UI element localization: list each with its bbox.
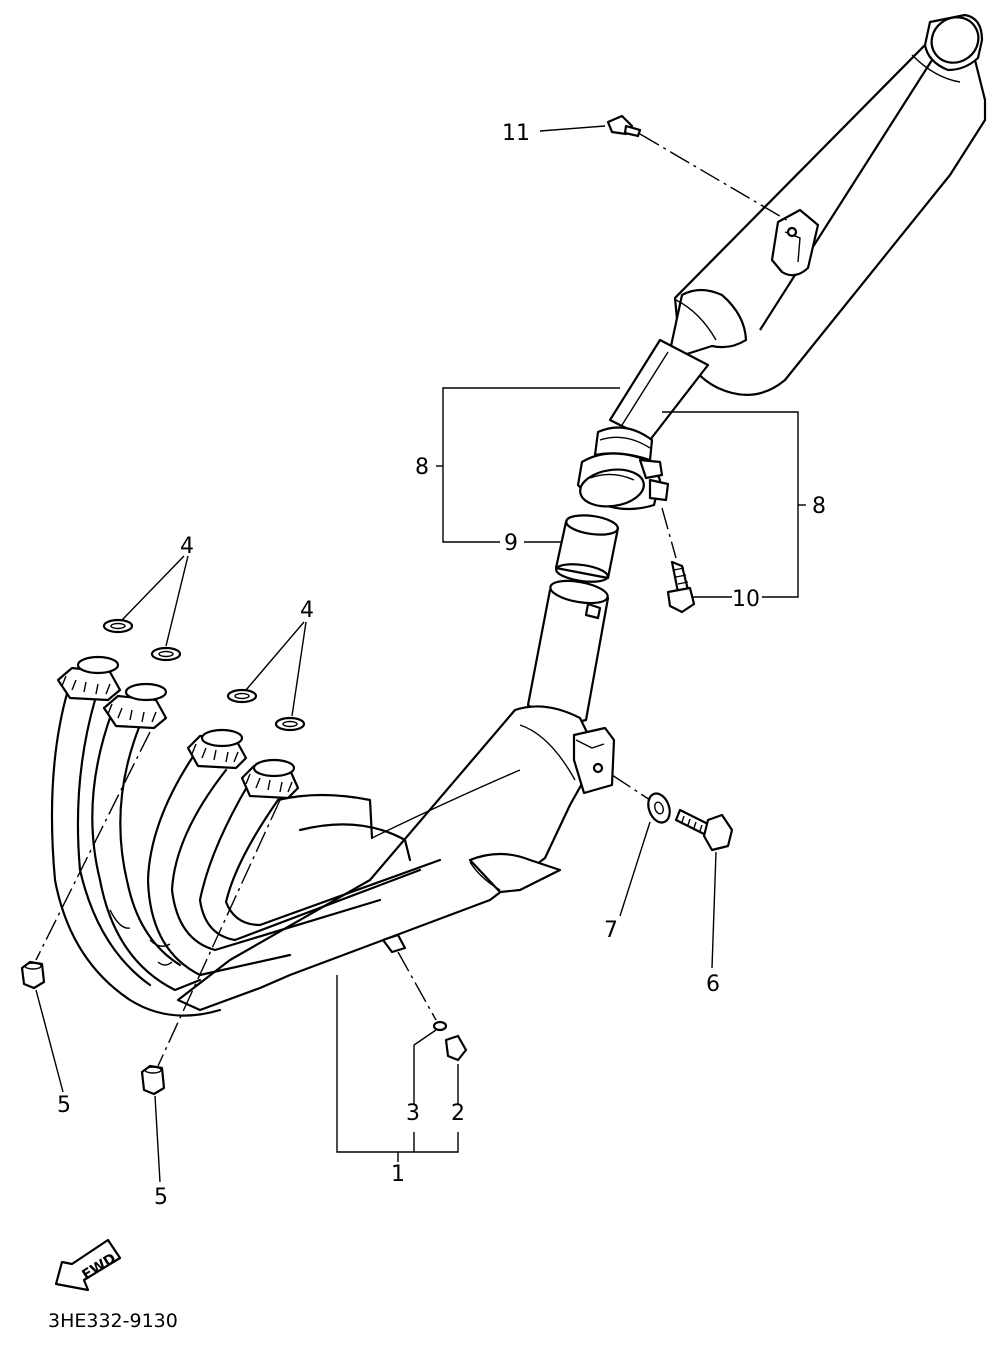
muffler-gasket-part-9[interactable] xyxy=(554,512,620,584)
flange-1 xyxy=(56,655,122,702)
callout-9: 9 xyxy=(504,531,518,556)
nuts-part-5[interactable] xyxy=(20,960,166,1096)
muffler[interactable] xyxy=(576,8,987,511)
washer-part-7[interactable] xyxy=(644,790,673,825)
flange-3 xyxy=(186,728,248,770)
callout-4a: 4 xyxy=(180,534,194,559)
clamp-bolt-part-10[interactable] xyxy=(666,560,696,614)
gaskets-part-4[interactable] xyxy=(102,618,306,732)
callout-10: 10 xyxy=(732,587,760,612)
bolt-part-2[interactable] xyxy=(444,1034,468,1062)
washer-part-3[interactable] xyxy=(432,1020,448,1032)
callout-5b: 5 xyxy=(154,1185,168,1210)
callout-leaders xyxy=(121,387,806,1162)
callout-8b: 8 xyxy=(812,494,826,519)
callout-11: 11 xyxy=(502,121,530,146)
callout-6: 6 xyxy=(706,972,720,997)
diagram-code: 3HE332-9130 xyxy=(48,1310,178,1332)
callout-8a: 8 xyxy=(415,455,429,480)
forward-arrow-icon: FWD xyxy=(54,1238,122,1292)
header-tubes xyxy=(50,688,442,1017)
callout-2: 2 xyxy=(451,1101,465,1126)
callout-5a: 5 xyxy=(57,1093,71,1118)
callout-7: 7 xyxy=(604,918,618,943)
callout-1: 1 xyxy=(391,1162,405,1187)
callout-3: 3 xyxy=(406,1101,420,1126)
callout-4b: 4 xyxy=(300,598,314,623)
flange-2 xyxy=(102,682,168,730)
port-flanges xyxy=(56,655,300,800)
mounting-bolt-part-11[interactable] xyxy=(606,114,642,138)
flange-4 xyxy=(240,758,300,800)
bolt-part-6[interactable] xyxy=(674,808,734,852)
exhaust-header-assembly[interactable] xyxy=(176,577,616,1012)
